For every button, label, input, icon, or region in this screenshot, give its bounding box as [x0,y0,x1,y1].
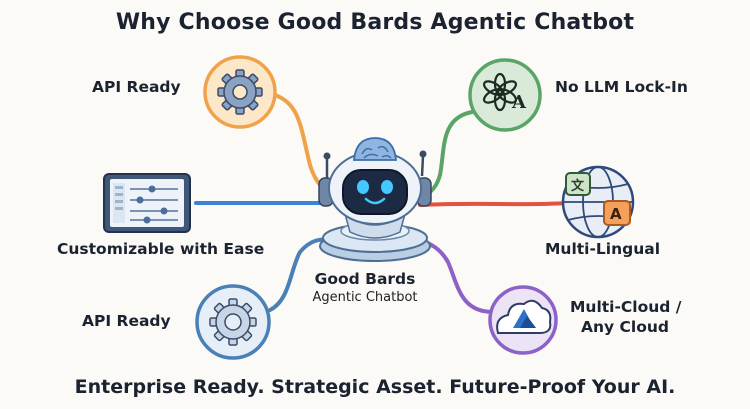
api-ready-top-node [203,55,277,129]
svg-text:A: A [610,205,622,223]
gear-icon [217,69,263,115]
tablet-sliders-icon [113,183,178,224]
label-no-llm-lockin: No LLM Lock-In [555,78,688,96]
label-api-ready-bottom: API Ready [82,312,171,330]
connector-multilingual [418,201,570,207]
label-api-ready-top: API Ready [92,78,181,96]
label-multicloud: Multi-Cloud / Any Cloud [570,297,682,337]
footer-tagline: Enterprise Ready. Strategic Asset. Futur… [74,376,676,398]
openai-anthropic-logos-icon: A [482,72,527,113]
gear-icon [209,298,257,346]
center-subtitle: Agentic Chatbot [312,290,418,305]
multilingual-node: 文 A [561,165,635,239]
multicloud-node [488,285,558,355]
cloud-azure-icon [496,299,552,334]
svg-text:A: A [511,92,527,113]
center-name: Good Bards [314,270,416,288]
label-customizable: Customizable with Ease [57,240,265,258]
no-llm-lockin-node: A [468,58,542,132]
api-ready-bottom-node [195,284,271,360]
robot-icon [318,137,432,262]
svg-text:文: 文 [571,178,585,194]
label-multicloud-line1: Multi-Cloud / [570,298,682,316]
label-multilingual: Multi-Lingual [545,240,661,258]
page-title: Why Choose Good Bards Agentic Chatbot [115,10,635,35]
globe-translate-icon: 文 A [561,165,635,239]
customizable-node [103,173,191,233]
label-multicloud-line2: Any Cloud [581,318,669,336]
